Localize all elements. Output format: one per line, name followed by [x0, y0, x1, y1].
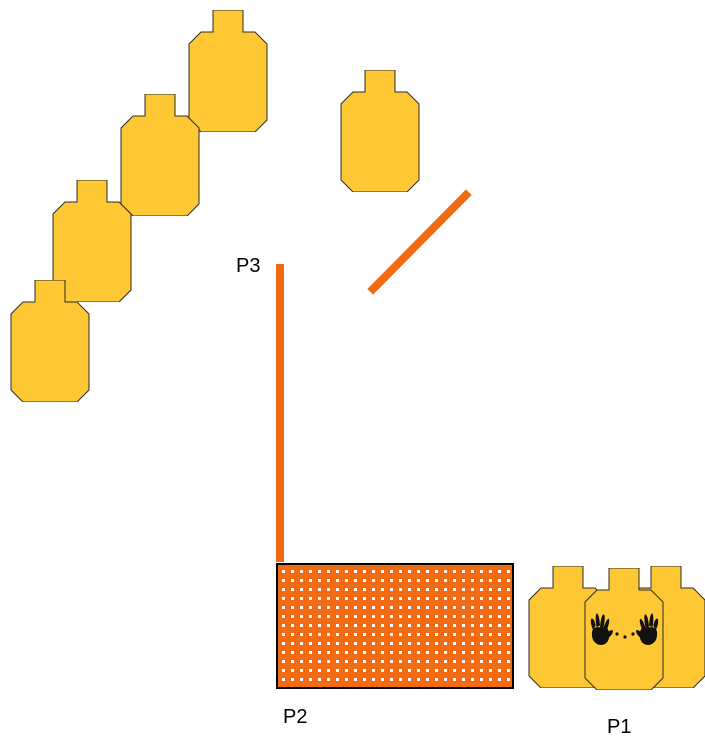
target-cluster-right: [528, 566, 705, 690]
shooting-port-icon: [276, 563, 514, 689]
silhouette-target-icon: [188, 10, 268, 132]
label-p1: P1: [607, 716, 631, 738]
label-p3: P3: [236, 255, 260, 277]
target-row-left: [10, 10, 268, 402]
silhouette-target-icon: [340, 70, 420, 192]
label-p2: P2: [283, 706, 307, 728]
vertical-barrier: [276, 264, 284, 562]
silhouette-target-icon: [120, 94, 200, 216]
diagonal-barrier: [367, 189, 472, 295]
handprints-icon: [590, 613, 659, 645]
